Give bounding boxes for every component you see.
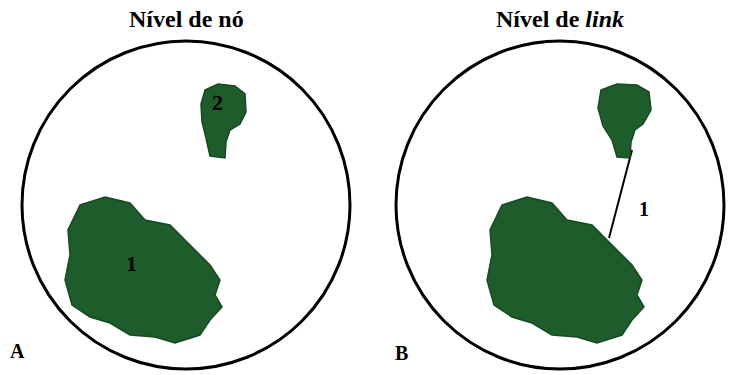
landscape-outline xyxy=(22,41,350,369)
panel-letter: B xyxy=(395,342,408,365)
link-number: 1 xyxy=(639,198,649,221)
panel-letter: A xyxy=(10,340,24,363)
panel-heading: Nível de link xyxy=(496,6,624,33)
landscape-circle: Nível de link xyxy=(394,39,726,371)
landscape-outline xyxy=(396,41,724,369)
patch-fill xyxy=(201,84,246,158)
landscape-circle: Nível de nó12 xyxy=(20,39,352,371)
habitat-patch: 2 xyxy=(200,82,248,160)
patch-number: 2 xyxy=(212,90,223,116)
patch-number: 1 xyxy=(126,251,137,277)
panel-heading: Nível de nó xyxy=(129,6,244,33)
link-line xyxy=(609,150,632,238)
habitat-patch xyxy=(60,195,225,345)
habitat-patch xyxy=(598,84,651,158)
landscape-circle xyxy=(394,39,726,371)
habitat-patch xyxy=(200,82,248,160)
habitat-patch: 1 xyxy=(60,195,225,345)
patch-fill xyxy=(65,197,222,343)
habitat-patch xyxy=(487,197,644,343)
